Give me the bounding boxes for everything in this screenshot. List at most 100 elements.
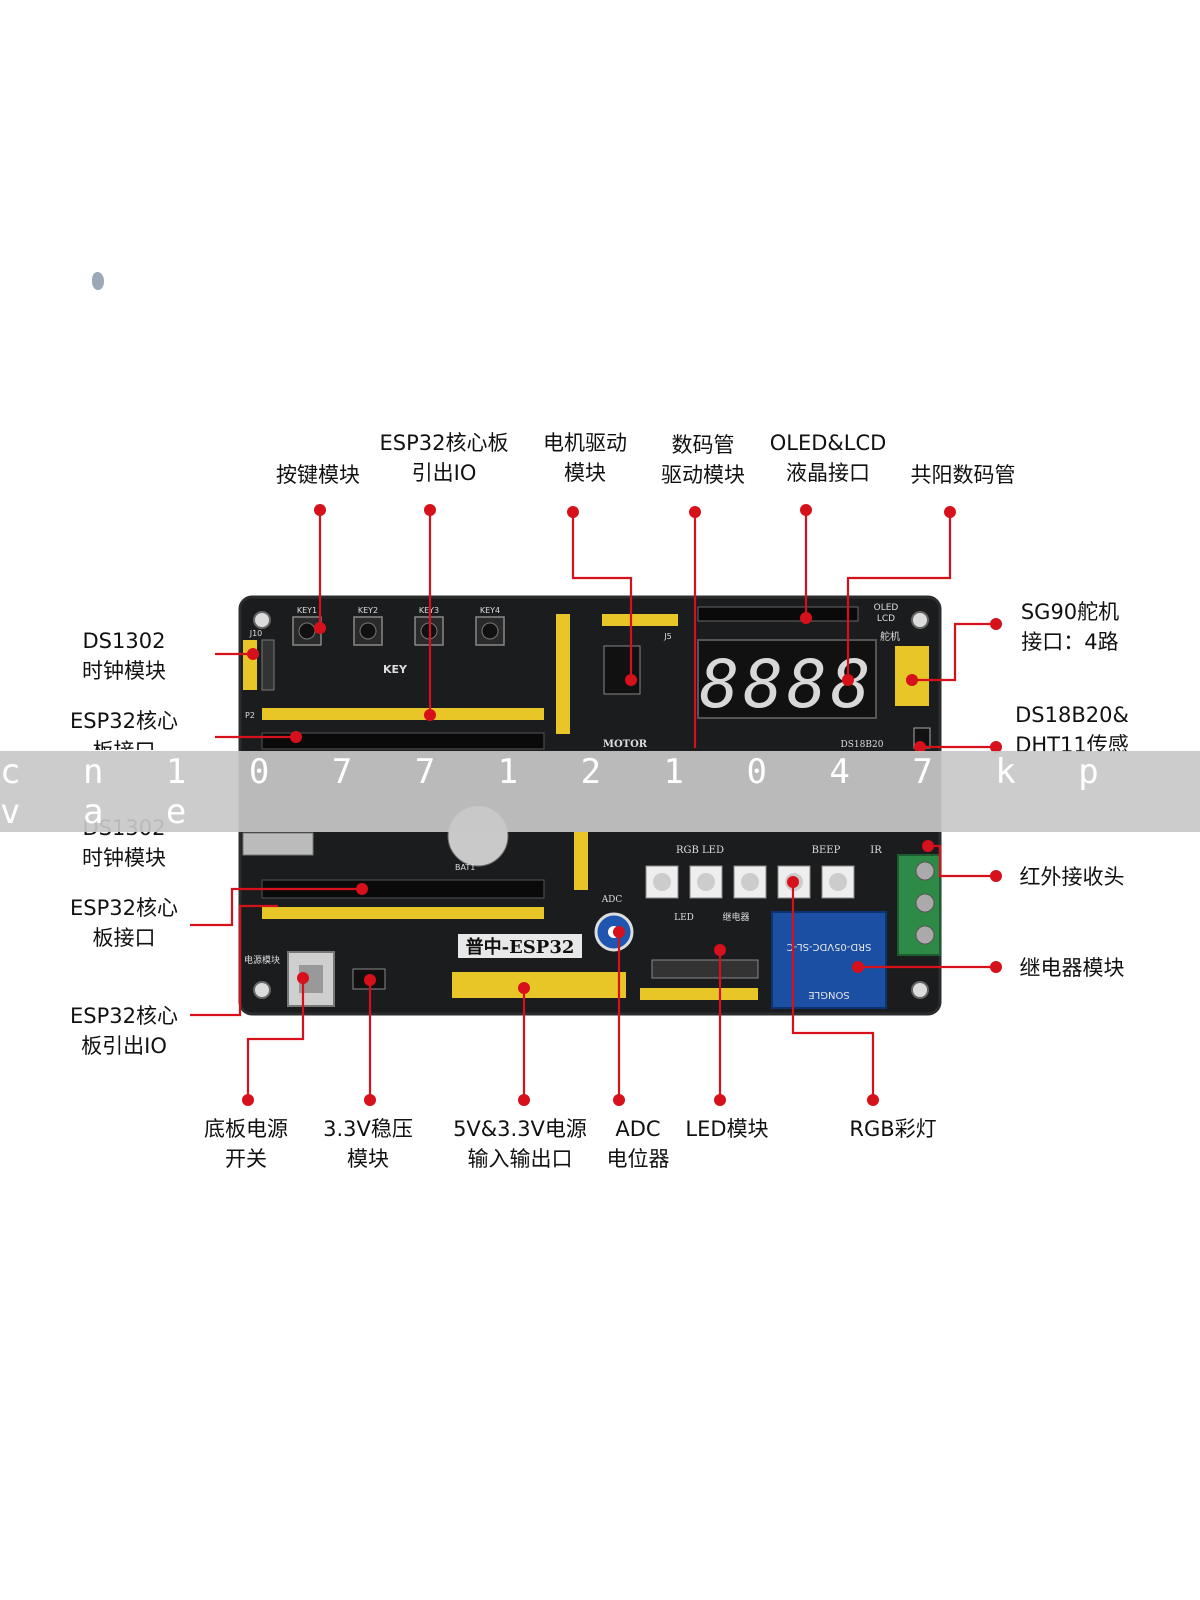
label-line: ESP32核心 bbox=[70, 896, 178, 920]
label-relay-module: 继电器模块 bbox=[1020, 953, 1125, 983]
silk-beep: BEEP bbox=[812, 845, 841, 856]
name-plate bbox=[458, 934, 582, 958]
label-esp32-core-io-left: ESP32核心 板引出IO bbox=[70, 1001, 178, 1061]
io-header-row-2 bbox=[262, 907, 544, 919]
label-line: RGB彩灯 bbox=[849, 1117, 937, 1141]
label-line: DS18B20& bbox=[1015, 703, 1129, 727]
label-line: 时钟模块 bbox=[82, 659, 166, 683]
relay-brand: SONGLE bbox=[808, 989, 849, 1000]
silk-led: LED bbox=[674, 913, 694, 923]
ds1302-header bbox=[243, 640, 257, 690]
label-line: ESP32核心 bbox=[70, 709, 178, 733]
label-line: 按键模块 bbox=[276, 463, 360, 487]
leader-lines bbox=[190, 510, 996, 1100]
io-header-row bbox=[262, 708, 544, 720]
seg-digits: 8888 bbox=[700, 646, 875, 723]
silk-j5: J5 bbox=[663, 632, 671, 641]
label-line: 液晶接口 bbox=[785, 461, 870, 485]
label-line: 电位器 bbox=[606, 1147, 670, 1171]
silk-key2: KEY2 bbox=[358, 606, 378, 615]
label-ds1302-top: DS1302 时钟模块 bbox=[82, 626, 166, 686]
label-led-module: LED模块 bbox=[685, 1114, 768, 1144]
label-line: 数码管 bbox=[671, 433, 735, 457]
label-line: ESP32核心板 bbox=[379, 431, 509, 455]
silk-key: KEY bbox=[383, 663, 408, 676]
label-esp32-core-if-bottom: ESP32核心 板接口 bbox=[70, 893, 178, 953]
label-sg90-servo: SG90舵机 接口：4路 bbox=[1021, 597, 1119, 657]
label-adc-pot: ADC 电位器 bbox=[607, 1114, 670, 1174]
label-ldo-33v: 3.3V稳压 模块 bbox=[323, 1114, 413, 1174]
silk-j10: J10 bbox=[249, 629, 263, 638]
silk-name: 普中-ESP32 bbox=[466, 936, 575, 958]
led-header bbox=[640, 988, 758, 1000]
label-line: 底板电源 bbox=[204, 1117, 288, 1141]
label-esp32-core-if-top: ESP32核心 板接口 bbox=[70, 706, 178, 750]
label-line: 板接口 bbox=[92, 926, 156, 950]
silk-ir: IR bbox=[870, 845, 882, 856]
label-line: 电机驱动 bbox=[543, 431, 627, 455]
oled-header bbox=[697, 606, 859, 622]
watermark-text: c n 1 0 7 7 1 2 1 0 4 7 k p v a e bbox=[0, 751, 1120, 832]
label-line: 红外接收头 bbox=[1019, 865, 1125, 889]
leader-dots bbox=[242, 504, 1002, 1106]
label-oled-lcd: OLED&LCD 液晶接口 bbox=[770, 428, 887, 488]
label-esp32-core-io-top: ESP32核心板 引出IO bbox=[380, 428, 509, 488]
relay-text: SRD-05VDC-SL-C bbox=[787, 941, 872, 952]
power-io-header bbox=[452, 972, 626, 998]
label-line: 开关 bbox=[225, 1147, 267, 1171]
silk-relay-cn: 继电器 bbox=[722, 911, 749, 923]
silk-oled: OLED bbox=[874, 603, 899, 613]
silk-p2: P2 bbox=[245, 711, 255, 720]
silk-motor: MOTOR bbox=[603, 739, 648, 750]
label-line: 时钟模块 bbox=[82, 846, 166, 870]
label-ds18b20-dht11: DS18B20& DHT11传感 bbox=[1015, 700, 1129, 752]
core-socket-row bbox=[261, 732, 545, 750]
label-motor-driver: 电机驱动 模块 bbox=[543, 428, 627, 488]
led-row bbox=[651, 959, 759, 979]
sensor-header bbox=[574, 832, 588, 890]
j5-header bbox=[602, 614, 678, 626]
motor-header bbox=[556, 614, 570, 734]
label-line: 模块 bbox=[346, 1147, 389, 1171]
silk-ds18b20: DS18B20 bbox=[841, 740, 884, 750]
label-line: 板引出IO bbox=[81, 1034, 167, 1058]
label-line: OLED&LCD bbox=[769, 431, 887, 455]
silk-lcd: LCD bbox=[877, 614, 895, 624]
silk-power: 电源模块 bbox=[244, 954, 280, 966]
label-line: 输入输出口 bbox=[467, 1147, 573, 1171]
label-line: DS1302 bbox=[82, 629, 166, 653]
rgb-leds bbox=[645, 865, 855, 899]
label-line: 3.3V稳压 bbox=[323, 1117, 413, 1141]
label-line: ADC bbox=[615, 1117, 661, 1141]
silk-bat: BAT1 bbox=[455, 863, 475, 872]
silk-key1: KEY1 bbox=[297, 606, 317, 615]
label-line: 5V&3.3V电源 bbox=[453, 1117, 587, 1141]
silk-key4: KEY4 bbox=[480, 606, 500, 615]
label-common-anode-seg: 共阳数码管 bbox=[911, 460, 1016, 490]
watermark-band: c n 1 0 7 7 1 2 1 0 4 7 k p v a e bbox=[0, 751, 1200, 832]
silk-servo: 舵机 bbox=[880, 630, 900, 643]
label-line: DHT11传感 bbox=[1015, 733, 1129, 752]
label-key-module: 按键模块 bbox=[276, 460, 360, 490]
mount-hole bbox=[253, 981, 271, 999]
label-ir-receiver: 红外接收头 bbox=[1020, 862, 1125, 892]
label-line: 继电器模块 bbox=[1019, 956, 1125, 980]
mount-hole bbox=[911, 981, 929, 999]
relay bbox=[771, 911, 887, 1009]
silk-adc: ADC bbox=[601, 895, 623, 905]
label-line: SG90舵机 bbox=[1020, 600, 1120, 624]
label-line: 接口：4路 bbox=[1021, 630, 1119, 654]
label-line: 引出IO bbox=[411, 461, 477, 485]
motor-chip bbox=[603, 645, 641, 695]
label-line: ESP32核心 bbox=[70, 1004, 178, 1028]
label-power-switch: 底板电源 开关 bbox=[204, 1114, 288, 1174]
mount-hole bbox=[253, 611, 271, 629]
label-seg-driver: 数码管 驱动模块 bbox=[661, 430, 745, 490]
label-power-io: 5V&3.3V电源 输入输出口 bbox=[453, 1114, 587, 1174]
label-line: 板接口 bbox=[70, 736, 178, 750]
silk-rgbled: RGB LED bbox=[676, 845, 724, 856]
label-line: 模块 bbox=[564, 461, 606, 485]
label-rgb-led: RGB彩灯 bbox=[849, 1114, 936, 1144]
label-line: 共阳数码管 bbox=[910, 463, 1016, 487]
